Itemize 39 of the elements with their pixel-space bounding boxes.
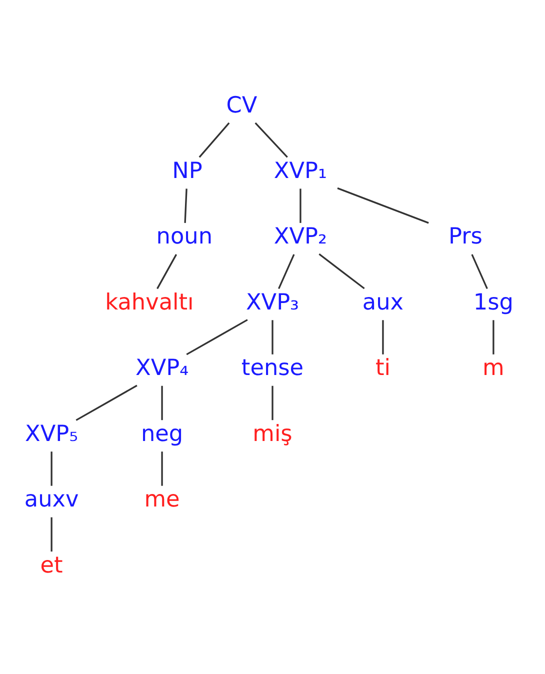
- connector: [272, 386, 274, 420]
- node-text: Prs: [448, 224, 482, 250]
- connector: [382, 320, 384, 354]
- node-text: m: [482, 355, 504, 382]
- node-text: tense: [241, 355, 304, 382]
- connector: [492, 320, 494, 354]
- node-text: aux: [362, 289, 404, 316]
- node-text: XVP₄: [136, 355, 189, 382]
- node-text: CV: [226, 92, 258, 118]
- node-text: et: [40, 552, 63, 578]
- connector: [254, 122, 288, 158]
- node-text: miş: [252, 420, 292, 447]
- connector: [76, 384, 138, 421]
- connector: [471, 254, 488, 289]
- node-text: 1sg: [473, 289, 514, 316]
- node-text: XVP₅: [25, 420, 78, 447]
- connector: [184, 188, 188, 223]
- connector: [278, 254, 295, 289]
- node-text: NP: [172, 158, 202, 184]
- connector: [50, 452, 52, 486]
- node-text: XVP₂: [274, 224, 327, 250]
- connector: [156, 254, 178, 290]
- connector: [198, 122, 230, 158]
- connector: [50, 517, 52, 552]
- node-text: XVP₃: [246, 289, 300, 316]
- connector: [272, 320, 274, 354]
- connector: [318, 253, 365, 290]
- connector: [161, 386, 163, 420]
- node-text: auxv: [24, 486, 79, 513]
- node-text: ti: [375, 355, 390, 382]
- node-text: me: [144, 486, 180, 513]
- node-text: kahvaltı: [105, 289, 194, 316]
- connector: [161, 452, 163, 486]
- connector: [337, 187, 429, 224]
- connector: [186, 319, 248, 356]
- node-text: neg: [140, 420, 184, 447]
- node-text: noun: [156, 224, 213, 250]
- node-text: XVP₁: [274, 158, 327, 184]
- connector: [300, 188, 302, 223]
